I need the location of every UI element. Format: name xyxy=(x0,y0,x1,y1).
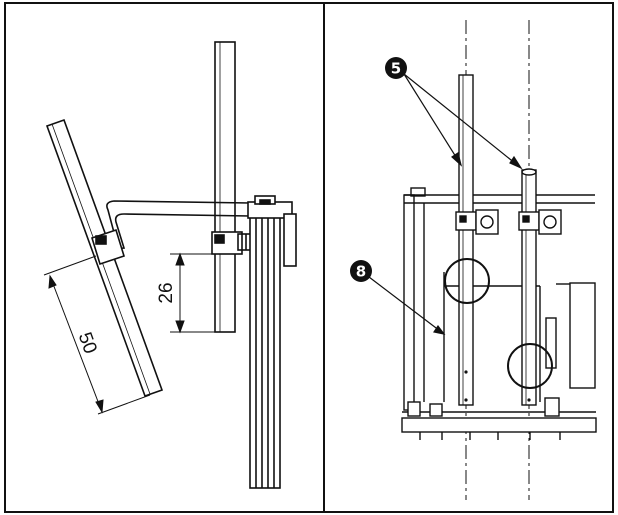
mounting-bracket xyxy=(247,195,297,267)
machine-frame xyxy=(403,187,596,411)
rod-left xyxy=(458,74,474,406)
dimension-label-50: 50 xyxy=(74,330,101,357)
callout-badge-8: 8 xyxy=(350,260,372,282)
screw-marks xyxy=(464,370,531,402)
support-post xyxy=(249,209,281,489)
right-panel xyxy=(368,20,597,500)
dimension-label-26: 26 xyxy=(156,282,177,303)
callout-8-leader xyxy=(368,276,446,335)
figure-frame xyxy=(4,2,614,513)
vertical-guide-plate xyxy=(214,41,236,333)
rod-right xyxy=(521,168,537,406)
callout-5-leaders xyxy=(403,73,523,170)
base-plate xyxy=(401,397,597,440)
callout-badge-5: 5 xyxy=(385,57,407,79)
highlight-circles xyxy=(444,258,553,389)
left-panel: 50 26 xyxy=(43,41,297,489)
dimension-26 xyxy=(170,252,215,334)
callout-label-8: 8 xyxy=(356,263,366,281)
callout-label-5: 5 xyxy=(391,60,401,78)
vertical-plate-clamp xyxy=(211,231,253,255)
rod-clamps xyxy=(455,209,562,235)
bracket-arm xyxy=(94,200,251,251)
dimension-50 xyxy=(43,255,151,415)
tilted-plate-clamp xyxy=(91,228,125,266)
